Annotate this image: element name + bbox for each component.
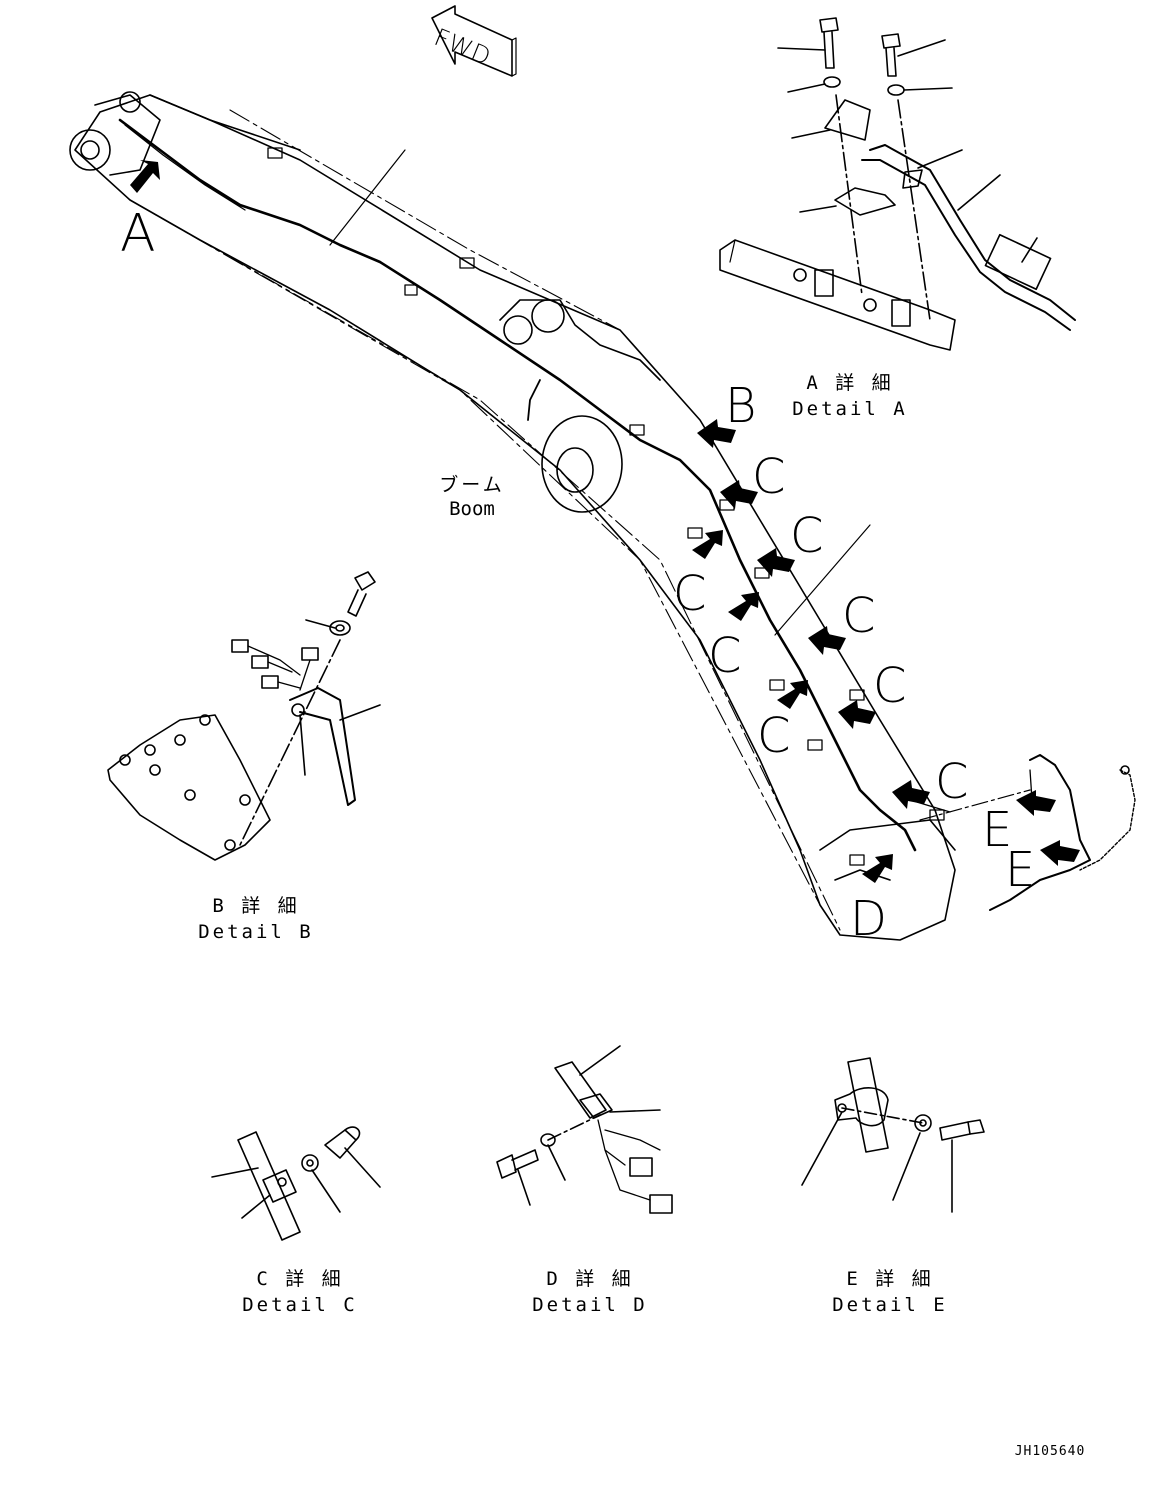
callout-c-3: C — [673, 566, 707, 622]
callout-arrows — [130, 160, 1080, 883]
callout-e-2: E — [1005, 842, 1036, 898]
detail-b-title-en: Detail B — [198, 921, 314, 943]
detail-e-title-en: Detail E — [832, 1294, 948, 1316]
boom-label-en: Boom — [449, 498, 495, 520]
drawing-number: JH105640 — [1014, 1444, 1086, 1459]
callout-c-8: C — [935, 754, 969, 810]
detail-c-drawing — [211, 1126, 381, 1241]
fwd-arrow — [431, 5, 517, 77]
detail-a-drawing — [719, 17, 1076, 351]
detail-e-drawing — [801, 1057, 985, 1213]
detail-c-title-en: Detail C — [242, 1294, 358, 1316]
callout-d-main: D — [850, 891, 887, 947]
callout-c-4: C — [842, 588, 876, 644]
callout-a-main: A — [120, 204, 156, 264]
callout-c-5: C — [708, 628, 742, 684]
callout-c-7: C — [757, 708, 791, 764]
tip-harness-drawing — [989, 754, 1136, 911]
callout-c-2: C — [790, 508, 824, 564]
boom-label-jp: ブーム — [439, 474, 505, 496]
wire-harness — [118, 118, 917, 852]
detail-a-title-en: Detail A — [792, 398, 908, 420]
callout-e-1: E — [982, 802, 1013, 858]
detail-b-title-jp: B 詳 細 — [212, 895, 300, 917]
detail-d-title-en: Detail D — [532, 1294, 648, 1316]
boom-body — [69, 91, 956, 941]
callout-c-1: C — [752, 449, 786, 505]
detail-b-drawing — [107, 571, 381, 861]
detail-d-title-jp: D 詳 細 — [546, 1268, 634, 1290]
callout-b-main: B — [725, 378, 757, 434]
callout-c-6: C — [873, 658, 907, 714]
detail-e-title-jp: E 詳 細 — [846, 1268, 934, 1290]
detail-c-title-jp: C 詳 細 — [256, 1268, 344, 1290]
detail-d-drawing — [496, 1045, 673, 1214]
detail-a-title-jp: A 詳 細 — [806, 372, 894, 394]
